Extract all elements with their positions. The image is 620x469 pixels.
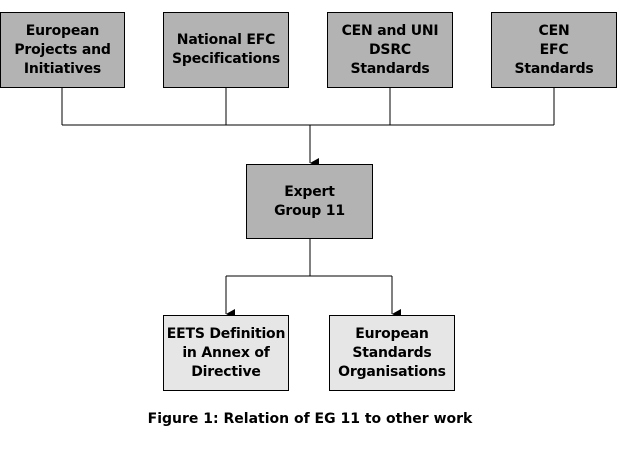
box-cen-efc: CEN EFC Standards <box>491 12 617 88</box>
box-expert-group-11: Expert Group 11 <box>246 164 373 239</box>
box-european-projects-label: European Projects and Initiatives <box>14 22 111 77</box>
box-cen-efc-label: CEN EFC Standards <box>514 22 594 77</box>
box-cen-uni-dsrc-label: CEN and UNI DSRC Standards <box>341 22 439 77</box>
box-expert-group-11-label: Expert Group 11 <box>274 183 345 219</box>
box-eets-definition-label: EETS Definition in Annex of Directive <box>166 325 286 380</box>
box-national-efc: National EFC Specifications <box>163 12 289 88</box>
figure-caption: Figure 1: Relation of EG 11 to other wor… <box>147 411 473 427</box>
box-national-efc-label: National EFC Specifications <box>172 32 280 67</box>
box-european-standards-orgs-label: European Standards Organisations <box>338 325 446 380</box>
box-european-projects: European Projects and Initiatives <box>0 12 125 88</box>
box-eets-definition: EETS Definition in Annex of Directive <box>163 315 289 391</box>
box-european-standards-orgs: European Standards Organisations <box>329 315 455 391</box>
box-cen-uni-dsrc: CEN and UNI DSRC Standards <box>327 12 453 88</box>
